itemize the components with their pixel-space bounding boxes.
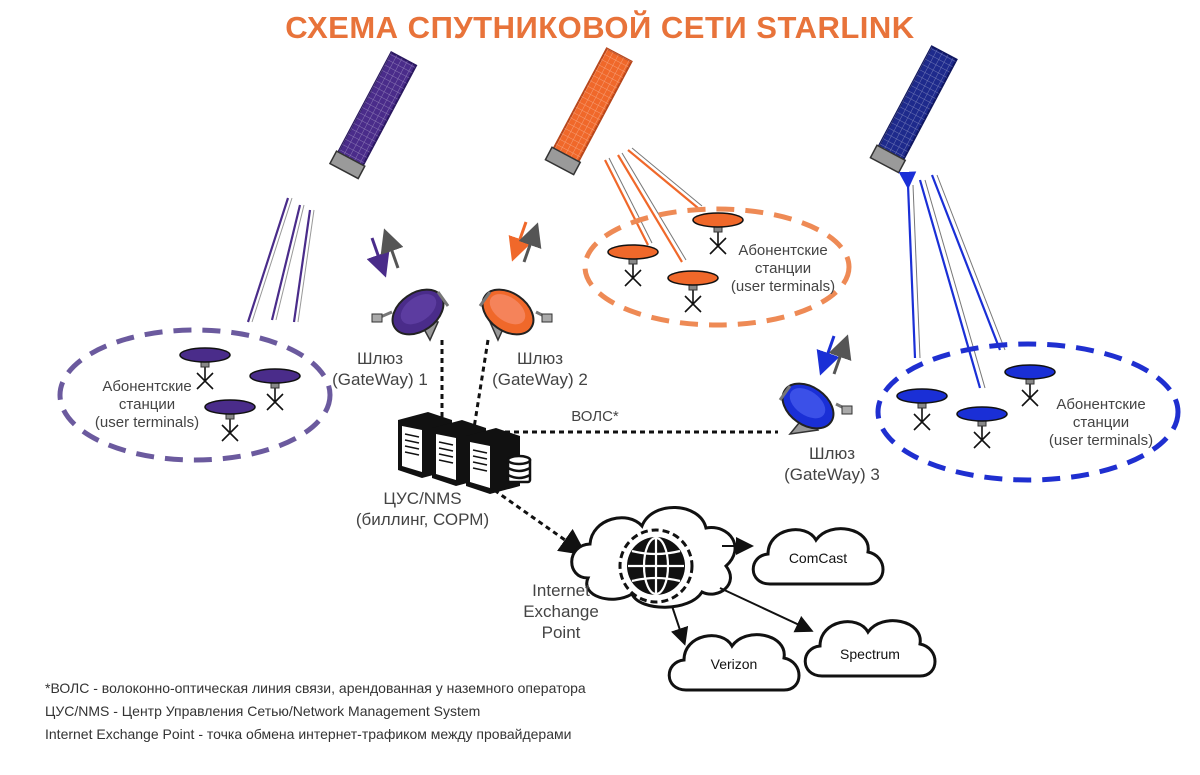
gateway2-line2: (GateWay) 2 <box>492 370 588 389</box>
gateway1-dish <box>371 288 450 342</box>
comcast-cloud: ComCast <box>751 527 885 586</box>
group-label-right: Абонентские станции (user terminals) <box>1036 396 1166 450</box>
group-top-line2: станции <box>754 260 812 277</box>
nms-servers-icon <box>398 412 532 494</box>
provider-arrows <box>671 537 814 646</box>
user-terminal-right-3 <box>956 406 1008 449</box>
globe-icon <box>618 528 694 604</box>
ixp-line1: Internet <box>532 581 590 600</box>
user-terminal-left-2 <box>249 368 301 411</box>
ixp-line3: Point <box>541 623 581 642</box>
gateway2-dish <box>478 288 553 342</box>
gateway1-label: Шлюз (GateWay) 1 <box>320 348 440 390</box>
group-ellipse-right <box>875 341 1181 483</box>
gateway2-label: Шлюз (GateWay) 2 <box>480 348 600 390</box>
beam-right-satellite <box>898 171 1006 389</box>
group-right-line2: станции <box>1072 414 1130 431</box>
satellite-middle <box>544 47 633 176</box>
group-top-line3: (user terminals) <box>730 278 836 295</box>
gateway2-link-arrows <box>508 221 542 263</box>
group-ellipse-left <box>57 327 333 463</box>
verizon-cloud: Verizon <box>667 633 801 692</box>
group-ellipse-top <box>582 206 852 328</box>
spectrum-cloud: Spectrum <box>803 619 937 678</box>
user-terminal-top-2 <box>607 244 659 287</box>
gateway1-line2: (GateWay) 1 <box>332 370 428 389</box>
ixp-line2: Exchange <box>523 602 599 621</box>
group-left-line3: (user terminals) <box>94 414 200 431</box>
beam-middle-satellite <box>604 147 703 263</box>
verizon-label: Verizon <box>711 656 758 672</box>
gateway-nms-links <box>440 339 778 556</box>
gateway2-line1: Шлюз <box>516 349 564 368</box>
beam-left-satellite <box>246 197 315 323</box>
nms-line1: ЦУС/NMS <box>383 489 462 508</box>
satellite-right <box>869 45 958 174</box>
gateway3-label: Шлюз (GateWay) 3 <box>772 443 892 485</box>
user-terminal-left-3 <box>204 399 256 442</box>
user-terminal-left-1 <box>179 347 231 390</box>
ixp-label: Internet Exchange Point <box>506 580 616 643</box>
user-terminal-top-1 <box>692 212 744 255</box>
footnote-volc: *ВОЛС - волоконно-оптическая линия связи… <box>45 680 586 696</box>
nms-line2: (биллинг, СОРМ) <box>355 510 490 529</box>
gateway3-line2: (GateWay) 3 <box>784 465 880 484</box>
group-label-top: Абонентские станции (user terminals) <box>718 242 848 296</box>
group-left-line2: станции <box>118 396 176 413</box>
group-left-line1: Абонентские <box>102 378 192 395</box>
user-terminal-right-2 <box>1004 364 1056 407</box>
volc-label: ВОЛС* <box>571 408 619 425</box>
satellite-left <box>328 50 418 180</box>
comcast-label: ComCast <box>789 550 847 566</box>
nms-label: ЦУС/NMS (биллинг, СОРМ) <box>340 488 505 530</box>
group-top-line1: Абонентские <box>738 242 828 259</box>
gateway3-line1: Шлюз <box>808 444 856 463</box>
database-icon <box>506 454 532 484</box>
gateway3-link-arrows <box>816 334 852 376</box>
group-label-left: Абонентские станции (user terminals) <box>82 378 212 432</box>
page-title: СХЕМА СПУТНИКОВОЙ СЕТИ STARLINK <box>285 10 915 45</box>
user-terminal-top-3 <box>667 270 719 313</box>
user-terminal-right-1 <box>896 388 948 431</box>
gateway1-line1: Шлюз <box>356 349 404 368</box>
group-right-line1: Абонентские <box>1056 396 1146 413</box>
spectrum-label: Spectrum <box>840 646 900 662</box>
gateway1-link-arrows <box>366 228 404 278</box>
gateway3-dish <box>778 382 853 436</box>
group-right-line3: (user terminals) <box>1048 432 1154 449</box>
footnote-ixp: Internet Exchange Point - точка обмена и… <box>45 726 572 742</box>
footnote-nms: ЦУС/NMS - Центр Управления Сетью/Network… <box>45 703 481 719</box>
